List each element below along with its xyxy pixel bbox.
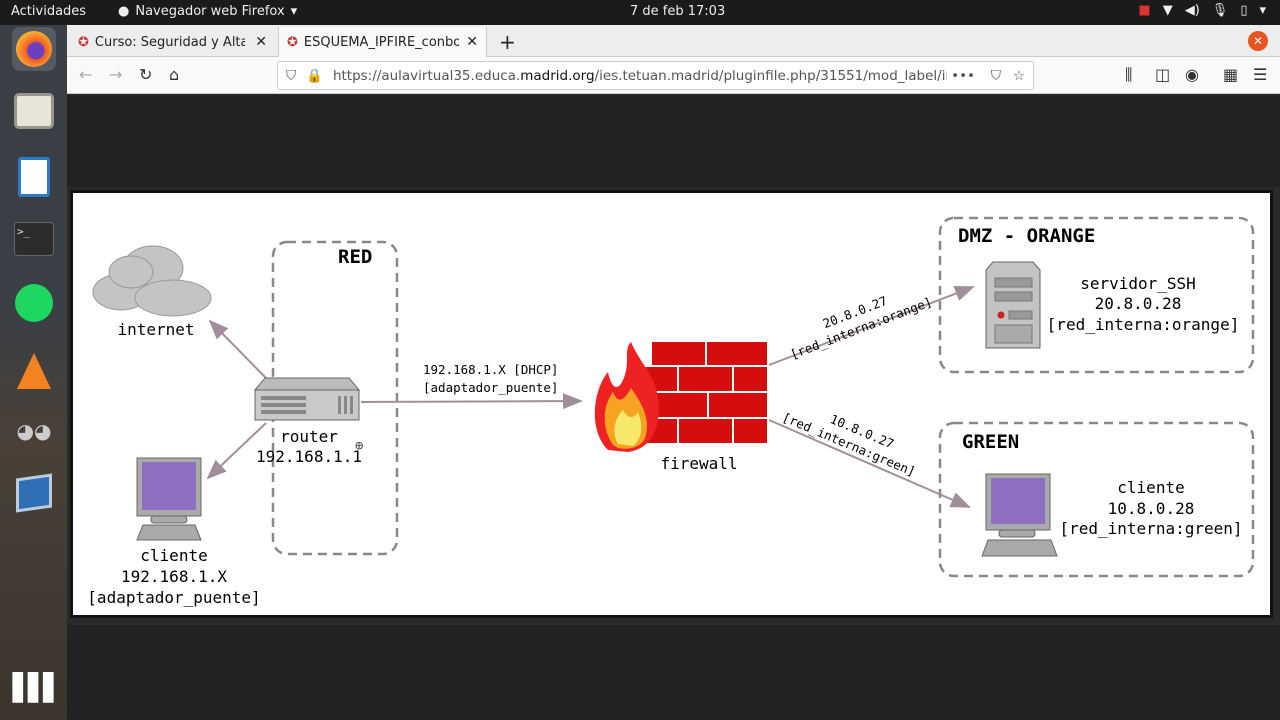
- url-bar[interactable]: ⛉ 🔒 https://aulavirtual35.educa.madrid.o…: [277, 61, 1034, 90]
- dock-vlc[interactable]: [12, 349, 56, 393]
- menu-icon[interactable]: ☰: [1253, 65, 1268, 84]
- zone-green-label: GREEN: [962, 431, 1019, 453]
- router-label: router: [280, 427, 338, 446]
- link-router-firewall: [360, 393, 583, 410]
- terminal-icon: >_: [14, 222, 54, 256]
- cliente-green-ip: 10.8.0.28: [1108, 499, 1195, 518]
- cliente-red-ip: 192.168.1.X: [121, 567, 227, 586]
- tab-label: Curso: Seguridad y Alta D: [94, 34, 245, 50]
- dock-gimp[interactable]: ◕◕: [12, 409, 56, 453]
- lock-icon[interactable]: 🔒: [306, 67, 323, 84]
- dock-writer[interactable]: [12, 155, 56, 199]
- clock[interactable]: 7 de feb 17:03: [630, 4, 726, 19]
- router-ip: 192.168.1.1: [256, 447, 362, 466]
- close-tab-icon[interactable]: ✕: [255, 34, 267, 50]
- dock-virtualbox[interactable]: [12, 471, 56, 515]
- cliente-red-label: cliente: [140, 546, 207, 565]
- tab-label: ESQUEMA_IPFIRE_conbo: [303, 34, 459, 50]
- zoom-cursor-icon: ⊕: [355, 438, 364, 454]
- top-bar: Actividades ● Navegador web Firefox ▾ 7 de…: [0, 0, 1280, 25]
- dock-terminal[interactable]: >_: [12, 217, 56, 261]
- site-icon: ✪: [287, 34, 298, 50]
- internet-label: internet: [117, 320, 194, 339]
- system-menu-icon: ▾: [1259, 3, 1266, 18]
- grid-icon: ■■■■■■■■■: [11, 669, 57, 705]
- page-actions-icon[interactable]: •••: [947, 67, 975, 84]
- zone-dmz-label: DMZ - ORANGE: [958, 225, 1095, 247]
- router-icon: [253, 377, 361, 421]
- wifi-icon: ▼: [1162, 3, 1173, 18]
- zone-red-label: RED: [338, 246, 372, 268]
- servidor-label: servidor_SSH: [1080, 274, 1196, 293]
- firefox-small-icon: ●: [118, 4, 130, 19]
- virtualbox-icon: [16, 473, 52, 513]
- browser-window: ✪ Curso: Seguridad y Alta D ✕ ✪ ESQUEMA_…: [67, 25, 1280, 720]
- new-tab-button[interactable]: +: [499, 30, 516, 54]
- zone-green-box: [938, 421, 1255, 578]
- network-diagram-image[interactable]: RED DMZ - ORANGE GREEN 192.168.1.X [DHCP…: [70, 190, 1273, 618]
- forward-icon[interactable]: →: [109, 65, 123, 84]
- extensions-icon[interactable]: ▦: [1223, 65, 1239, 84]
- vlc-icon: [17, 353, 51, 389]
- window-close-button[interactable]: ✕: [1248, 31, 1268, 51]
- camera-icon: ■: [1138, 3, 1151, 18]
- site-icon: ✪: [78, 34, 89, 50]
- page-background-bottom: [67, 625, 1280, 720]
- shield-icon[interactable]: ⛉: [286, 67, 297, 84]
- cloud-icon: [92, 245, 212, 317]
- firewall-label: firewall: [660, 454, 737, 473]
- system-tray[interactable]: ■ ▼ ◀) 🎙 ▯ ▾: [1138, 3, 1266, 18]
- back-icon[interactable]: ←: [79, 65, 93, 84]
- dock-firefox[interactable]: [12, 27, 56, 71]
- battery-icon: ▯: [1240, 3, 1248, 18]
- bookmark-star-icon[interactable]: ☆: [1012, 67, 1025, 84]
- close-tab-icon[interactable]: ✕: [466, 34, 478, 50]
- sidebar-icon[interactable]: ◫: [1155, 65, 1171, 84]
- show-apps-button[interactable]: ■■■■■■■■■: [11, 665, 57, 709]
- home-icon[interactable]: ⌂: [169, 65, 180, 84]
- link-firewall-orange: [768, 285, 975, 366]
- library-icon[interactable]: ⫼: [1125, 65, 1133, 84]
- url-text: https://aulavirtual35.educa.madrid.org/i…: [332, 67, 965, 84]
- servidor-ip: 20.8.0.28: [1095, 294, 1182, 313]
- account-icon[interactable]: ◉: [1185, 65, 1199, 84]
- app-menu[interactable]: ● Navegador web Firefox ▾: [118, 4, 297, 19]
- page-background: [67, 95, 1280, 187]
- client-green-computer-icon: [981, 473, 1058, 557]
- firefox-icon: [16, 31, 52, 67]
- files-icon: [14, 93, 54, 129]
- gimp-icon: ◕◕: [16, 419, 52, 443]
- dock-files[interactable]: [12, 89, 56, 133]
- link-label-adaptador: [adaptador_puente]: [423, 380, 558, 395]
- servidor-net: [red_interna:orange]: [1047, 315, 1240, 334]
- nav-bar: ← → ↻ ⌂ ⛉ 🔒 https://aulavirtual35.educa.…: [67, 57, 1280, 94]
- client-computer-icon: [136, 457, 202, 541]
- pocket-icon[interactable]: ⛉: [990, 67, 1001, 84]
- link-router-cliente: [206, 422, 267, 480]
- reload-icon[interactable]: ↻: [139, 65, 153, 84]
- cliente-green-net: [red_interna:green]: [1059, 519, 1242, 538]
- volume-icon: ◀): [1184, 3, 1200, 18]
- server-icon: [985, 261, 1041, 349]
- tab-bar: ✪ Curso: Seguridad y Alta D ✕ ✪ ESQUEMA_…: [67, 25, 1280, 57]
- dock-spotify[interactable]: [12, 281, 56, 325]
- app-name: Navegador web Firefox: [135, 4, 285, 19]
- cliente-red-net: [adaptador_puente]: [87, 588, 260, 607]
- link-router-internet: [208, 319, 267, 379]
- cliente-green-label: cliente: [1117, 478, 1184, 497]
- zone-dmz-box: [938, 216, 1255, 374]
- tab-curso[interactable]: ✪ Curso: Seguridad y Alta D ✕: [70, 27, 275, 57]
- activities-button[interactable]: Actividades: [11, 4, 87, 19]
- spotify-icon: [15, 284, 53, 322]
- fire-icon: [594, 342, 659, 452]
- dock: >_ ◕◕ ■■■■■■■■■: [0, 25, 67, 720]
- link-label-dhcp: 192.168.1.X [DHCP]: [423, 362, 558, 377]
- mic-icon: 🎙: [1211, 3, 1229, 18]
- writer-icon: [18, 157, 50, 197]
- link-firewall-green: [768, 419, 971, 508]
- tab-esquema[interactable]: ✪ ESQUEMA_IPFIRE_conbo ✕: [278, 27, 487, 57]
- dropdown-icon: ▾: [290, 4, 298, 19]
